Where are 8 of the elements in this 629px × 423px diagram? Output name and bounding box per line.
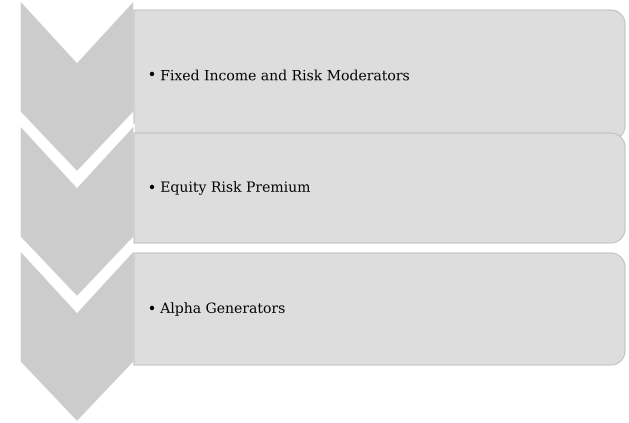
item-text: Equity Risk Premium [160, 181, 310, 195]
chevron-marker [19, 123, 135, 298]
chevron-marker [19, 248, 135, 423]
item-text: Fixed Income and Risk Moderators [160, 70, 409, 80]
list-box [134, 132, 626, 244]
chevron-marker [19, 0, 135, 174]
item-text: Alpha Generators [160, 302, 285, 316]
list-box [134, 252, 626, 366]
